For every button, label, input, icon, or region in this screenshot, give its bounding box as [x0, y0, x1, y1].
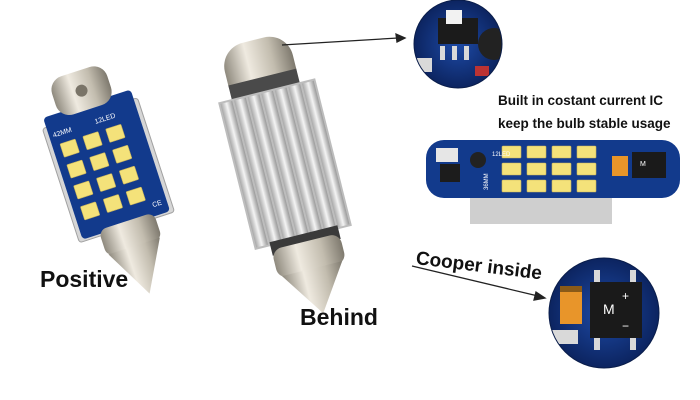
- chip-plus-marking: +: [622, 289, 629, 303]
- chip-minus-marking: −: [622, 319, 629, 333]
- keep-stable-label: keep the bulb stable usage: [498, 116, 671, 131]
- rectifier-marking: M: [640, 161, 646, 168]
- positive-label: Positive: [40, 266, 129, 292]
- built-in-ic-label: Built in costant current IC: [498, 93, 664, 108]
- arrow-to-top-detail-icon: [281, 32, 407, 46]
- copper-closeup-image: M + −: [548, 257, 660, 369]
- current-ic-closeup-image: [413, 0, 503, 89]
- chip-marking: M: [603, 301, 615, 317]
- positive-bulb-image: 42MM 12LED CE: [42, 66, 175, 294]
- board-led-count-marking: 12LED: [492, 152, 511, 158]
- board-length-marking: 36MM: [484, 173, 490, 190]
- ce-marking: CE: [152, 199, 164, 209]
- led-board-image: M 36MM 12LED: [426, 140, 680, 224]
- behind-bulb-image: [218, 36, 352, 314]
- arrow-to-bottom-detail-icon: [411, 265, 547, 301]
- behind-label: Behind: [300, 304, 378, 330]
